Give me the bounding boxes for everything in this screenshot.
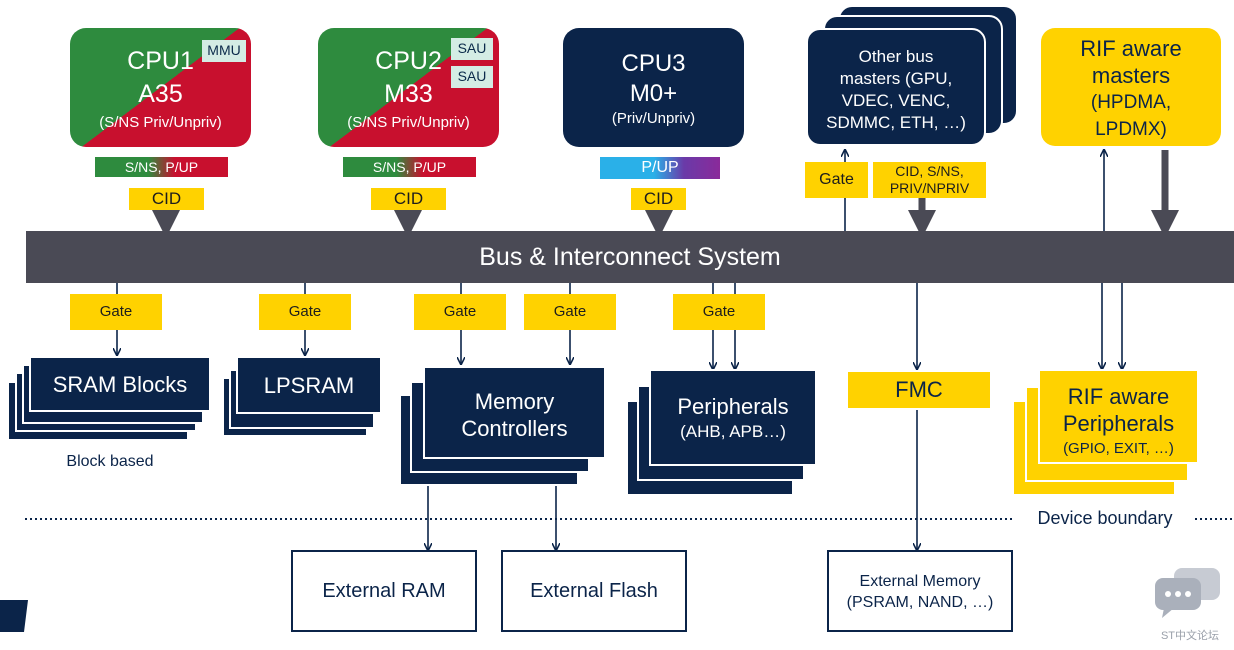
- other-masters-line-4: SDMMC, ETH, …): [826, 113, 966, 132]
- rif-aware-peripherals: RIF aware Peripherals (GPIO, EXIT, …): [1038, 369, 1199, 464]
- external-memory-line-2: (PSRAM, NAND, …): [846, 594, 994, 611]
- other-masters-line-2: masters (GPU,: [839, 69, 953, 88]
- other-masters-block: Other bus masters (GPU, VDEC, VENC, SDMM…: [806, 28, 986, 146]
- cpu3-block: CPU3 M0+ (Priv/Unpriv): [563, 28, 744, 147]
- device-boundary-label: Device boundary: [1037, 508, 1173, 528]
- cpu3-mode: (Priv/Unpriv): [611, 110, 696, 127]
- mmu-tag: MMU: [202, 40, 246, 62]
- external-ram: External RAM: [291, 550, 477, 632]
- gate-memctrl-1: Gate: [414, 294, 506, 330]
- watermark-text: ST中文论坛: [1160, 630, 1220, 642]
- chat-bubble-icon: [1155, 568, 1220, 618]
- rif-periph-line-1: RIF aware: [1067, 384, 1170, 409]
- rif-masters-line-3: (HPDMA,: [1090, 92, 1172, 113]
- external-memory-line-1: External Memory: [859, 573, 981, 590]
- lpsram: LPSRAM: [236, 356, 382, 414]
- cpu3-core: M0+: [629, 80, 678, 107]
- cpu1-attr-strip: S/NS, P/UP: [95, 157, 228, 177]
- other-masters-gate: Gate: [805, 162, 868, 198]
- fmc: FMC: [848, 372, 990, 408]
- cpu2-mode: (S/NS Priv/Unpriv): [347, 114, 470, 131]
- memory-controllers: Memory Controllers: [423, 366, 606, 459]
- other-masters-line-1: Other bus: [858, 47, 934, 66]
- other-masters-attr-line-1: CID, S/NS,: [895, 163, 964, 179]
- rif-periph-line-2: Peripherals: [1062, 411, 1175, 436]
- other-masters-line-3: VDEC, VENC,: [841, 91, 951, 110]
- forum-watermark: ST中文论坛: [1152, 566, 1228, 642]
- external-flash: External Flash: [501, 550, 687, 632]
- bus-interconnect: Bus & Interconnect System: [26, 231, 1234, 283]
- rif-masters-line-4: LPDMX): [1095, 119, 1167, 140]
- gate-memctrl-2: Gate: [524, 294, 616, 330]
- cpu1-mode: (S/NS Priv/Unpriv): [99, 114, 222, 131]
- other-masters-attributes: CID, S/NS, PRIV/NPRIV: [873, 162, 986, 198]
- cpu1-name: CPU1: [127, 47, 194, 75]
- gate-peripherals: Gate: [673, 294, 765, 330]
- sram-note: Block based: [66, 453, 154, 470]
- memctrl-line-2: Controllers: [461, 416, 568, 441]
- memctrl-line-1: Memory: [474, 389, 555, 414]
- cpu1-cid: CID: [129, 188, 204, 210]
- cpu2-name: CPU2: [375, 47, 442, 75]
- st-logo: [0, 600, 28, 632]
- cpu2-attr-strip: S/NS, P/UP: [343, 157, 476, 177]
- gate-lpsram: Gate: [259, 294, 351, 330]
- periph-line-2: (AHB, APB…): [680, 422, 786, 441]
- other-masters-attr-line-2: PRIV/NPRIV: [889, 180, 970, 196]
- rif-periph-line-3: (GPIO, EXIT, …): [1063, 440, 1174, 457]
- cpu1-core: A35: [138, 80, 183, 108]
- gate-sram: Gate: [70, 294, 162, 330]
- cpu3-name: CPU3: [621, 50, 686, 77]
- cpu2-core: M33: [384, 80, 433, 108]
- external-memory: External Memory (PSRAM, NAND, …): [827, 550, 1013, 632]
- peripherals: Peripherals (AHB, APB…): [649, 369, 817, 466]
- rif-masters-line-2: masters: [1091, 63, 1171, 88]
- cpu3-attr-strip: P/UP: [600, 157, 720, 179]
- cpu3-cid: CID: [631, 188, 686, 210]
- rif-masters-block: RIF aware masters (HPDMA, LPDMX): [1041, 28, 1221, 146]
- sau-tag-1: SAU: [451, 38, 493, 60]
- cpu2-cid: CID: [371, 188, 446, 210]
- periph-line-1: Peripherals: [677, 394, 789, 419]
- sram-blocks: SRAM Blocks: [29, 356, 211, 412]
- sau-tag-2: SAU: [451, 66, 493, 88]
- rif-masters-line-1: RIF aware: [1080, 36, 1182, 61]
